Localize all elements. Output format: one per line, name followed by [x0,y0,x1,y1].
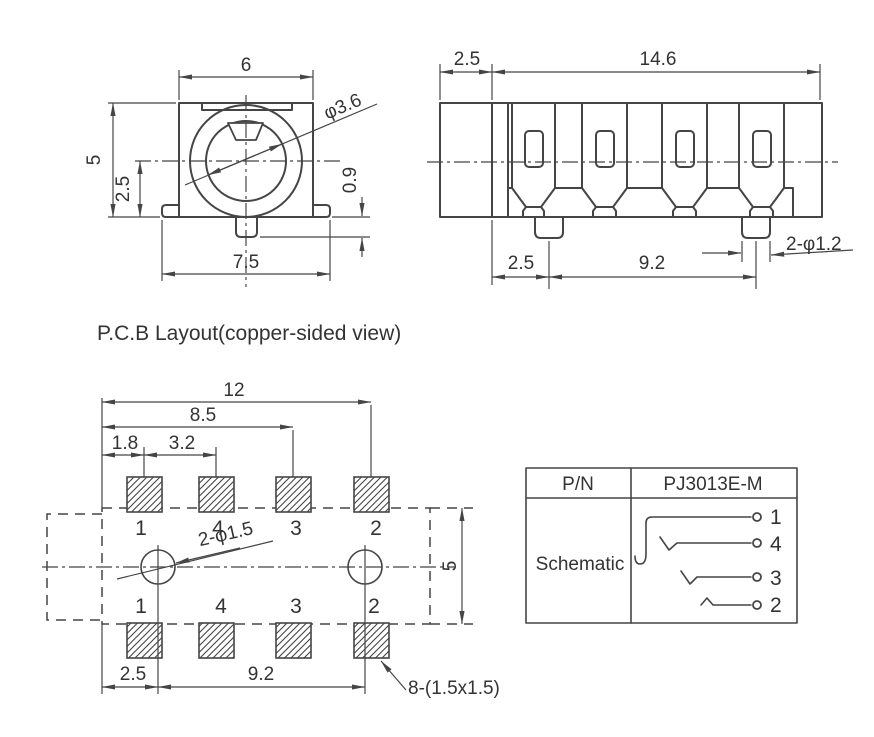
front-left-foot [161,204,180,218]
schematic-diagram: 1 4 3 2 [634,506,782,617]
side-right-peg [741,216,771,239]
front-top-recess [201,102,293,111]
pad-top-label-1: 1 [135,517,147,540]
side-pin-1 [511,102,556,218]
pad-top-label-4: 4 [212,517,224,540]
dim-label: 5 [84,155,105,166]
dim-label: 5 [440,561,461,572]
dim-front-height: 5 [84,102,176,218]
front-right-foot [312,204,331,218]
pad-top-label-2: 2 [370,517,382,540]
dim-front-center-height: 2.5 [113,160,143,218]
pad-top-1 [126,476,163,513]
dim-label: 2.5 [454,49,480,70]
pad-top-label-3: 3 [290,517,302,540]
dim-label: 9.2 [248,664,274,685]
pcb-layout: 12 8.5 1.8 3.2 2-φ1.5 5 2.5 9.2 [42,380,500,699]
schematic-pin1-line [634,516,752,565]
dim-front-top-width: 6 [178,55,314,100]
pad-bottom-4 [198,622,235,659]
dim-pcb-hole-offset: 2.5 [101,664,159,690]
table-border [525,467,798,624]
dim-label: 3.2 [169,433,195,454]
dim-label: 14.6 [640,49,677,70]
dim-pcb-row-spacing: 5 [440,507,465,625]
dim-pcb-pad1-offset: 1.8 [101,433,145,458]
side-left-peg [534,216,564,239]
side-gap-lines [507,187,794,218]
side-pin-3 [661,102,708,218]
dim-label: 2.5 [508,253,534,274]
table-pn-label: P/N [562,474,594,495]
dim-label: 2-φ1.2 [786,234,842,255]
dim-label: 9.2 [639,253,665,274]
dim-label: 2.5 [113,176,134,202]
schematic-pin-label-2: 2 [770,594,782,617]
pad-bottom-label-2: 2 [368,595,380,618]
dim-front-standoff: 0.9 [260,167,370,257]
pad-bottom-label-1: 1 [135,595,147,618]
dim-pcb-hole-spacing: 9.2 [157,664,366,690]
pcb-layout-title: P.C.B Layout(copper-sided view) [97,322,401,345]
pad-top-3 [275,476,312,513]
schematic-pin-label-3: 3 [770,567,782,590]
schematic-pin2-line [700,597,752,606]
schematic-pin4-line [659,536,752,551]
pad-bottom-1 [126,622,163,659]
dim-label: 1.8 [112,433,138,454]
dim-side-peg-spacing: 9.2 [548,241,757,289]
dim-front-bottom-width: 7.5 [161,220,331,281]
dim-side-pegs-callout: 2-φ1.2 [702,234,854,262]
schematic-pin3-line [680,570,752,585]
pad-bottom-2 [353,622,390,659]
dim-side-body-length: 14.6 [491,49,821,100]
dim-label: 12 [223,380,244,401]
side-body-outline [439,102,823,218]
dim-label: 8-(1.5x1.5) [408,678,500,699]
front-view: 6 5 2.5 φ3.6 0.9 7.5 [84,55,378,287]
pad-bottom-3 [275,622,312,659]
dim-label: 7.5 [233,252,259,273]
dim-pcb-pad3-span: 8.5 [101,405,294,430]
schematic-terminal-4 [752,538,762,548]
table-pn-value: PJ3013E-M [663,474,762,495]
dim-pcb-pad-pitch: 3.2 [143,433,217,458]
schematic-terminal-2 [752,600,762,610]
dim-pcb-overall: 12 [101,380,372,405]
schematic-pin-label-4: 4 [770,533,782,556]
schematic-terminal-1 [752,512,762,522]
dim-side-peg-offset: 2.5 [491,220,550,289]
side-pin-2 [581,102,628,218]
dim-label: 2-φ1.5 [196,518,255,551]
pcb-hole-extension-lines [157,545,366,694]
spec-table: P/N PJ3013E-M Schematic 1 4 3 2 [525,467,798,624]
pad-top-4 [198,476,235,513]
schematic-terminal-3 [752,572,762,582]
dim-label: 6 [241,55,252,76]
dim-label: 2.5 [120,664,146,685]
dim-side-front-depth: 2.5 [439,49,493,100]
side-view: 2.5 14.6 2.5 9.2 2-φ1.2 [427,49,854,289]
table-schematic-label: Schematic [536,554,625,575]
pad-top-2 [353,476,390,513]
side-pin-4 [738,102,785,218]
dim-label: 0.9 [340,167,361,193]
pad-bottom-label-3: 3 [290,595,302,618]
schematic-pin-label-1: 1 [770,506,782,529]
dim-label: 8.5 [190,405,216,426]
dim-pcb-pad-size-callout: 8-(1.5x1.5) [380,660,500,699]
pad-bottom-label-4: 4 [215,595,227,618]
